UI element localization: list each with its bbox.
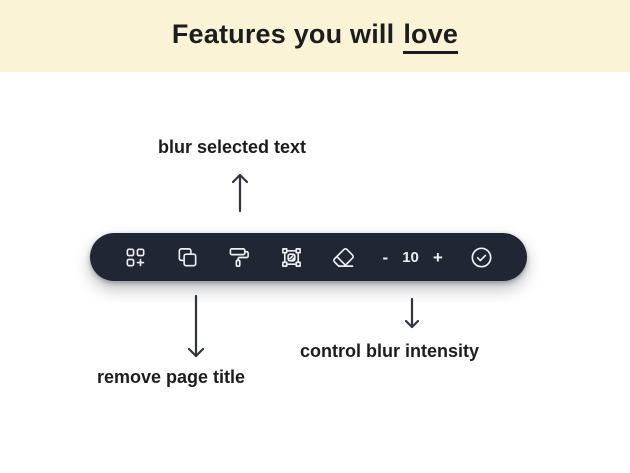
add-blocks-icon: [126, 248, 144, 266]
page-title-text: Features you will: [171, 18, 395, 49]
page-title-emphasis: love: [403, 19, 459, 54]
copy-icon: [178, 247, 197, 266]
down-arrow-short: [404, 297, 420, 329]
callout-blur-selected-text: blur selected text: [157, 137, 307, 157]
check-circle-icon: [471, 246, 492, 268]
intensity-value: 10: [402, 248, 419, 266]
callout-control-blur-intensity: control blur intensity: [300, 341, 480, 361]
callout-remove-page-title: remove page title: [97, 367, 246, 387]
copy-button[interactable]: [174, 244, 200, 270]
down-arrow-long: [187, 294, 205, 358]
paint-roller-button[interactable]: [226, 244, 252, 270]
eraser-button[interactable]: [330, 244, 356, 270]
blur-area-icon: [281, 247, 301, 267]
blur-toolbar: - 10 +: [90, 233, 527, 281]
decrease-intensity-button[interactable]: -: [382, 247, 389, 267]
eraser-icon: [332, 247, 354, 267]
header-banner: Features you will love: [0, 0, 630, 72]
paint-roller-icon: [229, 247, 249, 267]
page-title: Features you will love: [171, 18, 459, 54]
increase-intensity-button[interactable]: +: [432, 247, 443, 267]
blur-area-button[interactable]: [278, 244, 304, 270]
blur-intensity-stepper: - 10 +: [383, 249, 443, 266]
confirm-button[interactable]: [469, 244, 495, 270]
add-blocks-button[interactable]: [122, 244, 148, 270]
up-arrow: [231, 173, 249, 213]
